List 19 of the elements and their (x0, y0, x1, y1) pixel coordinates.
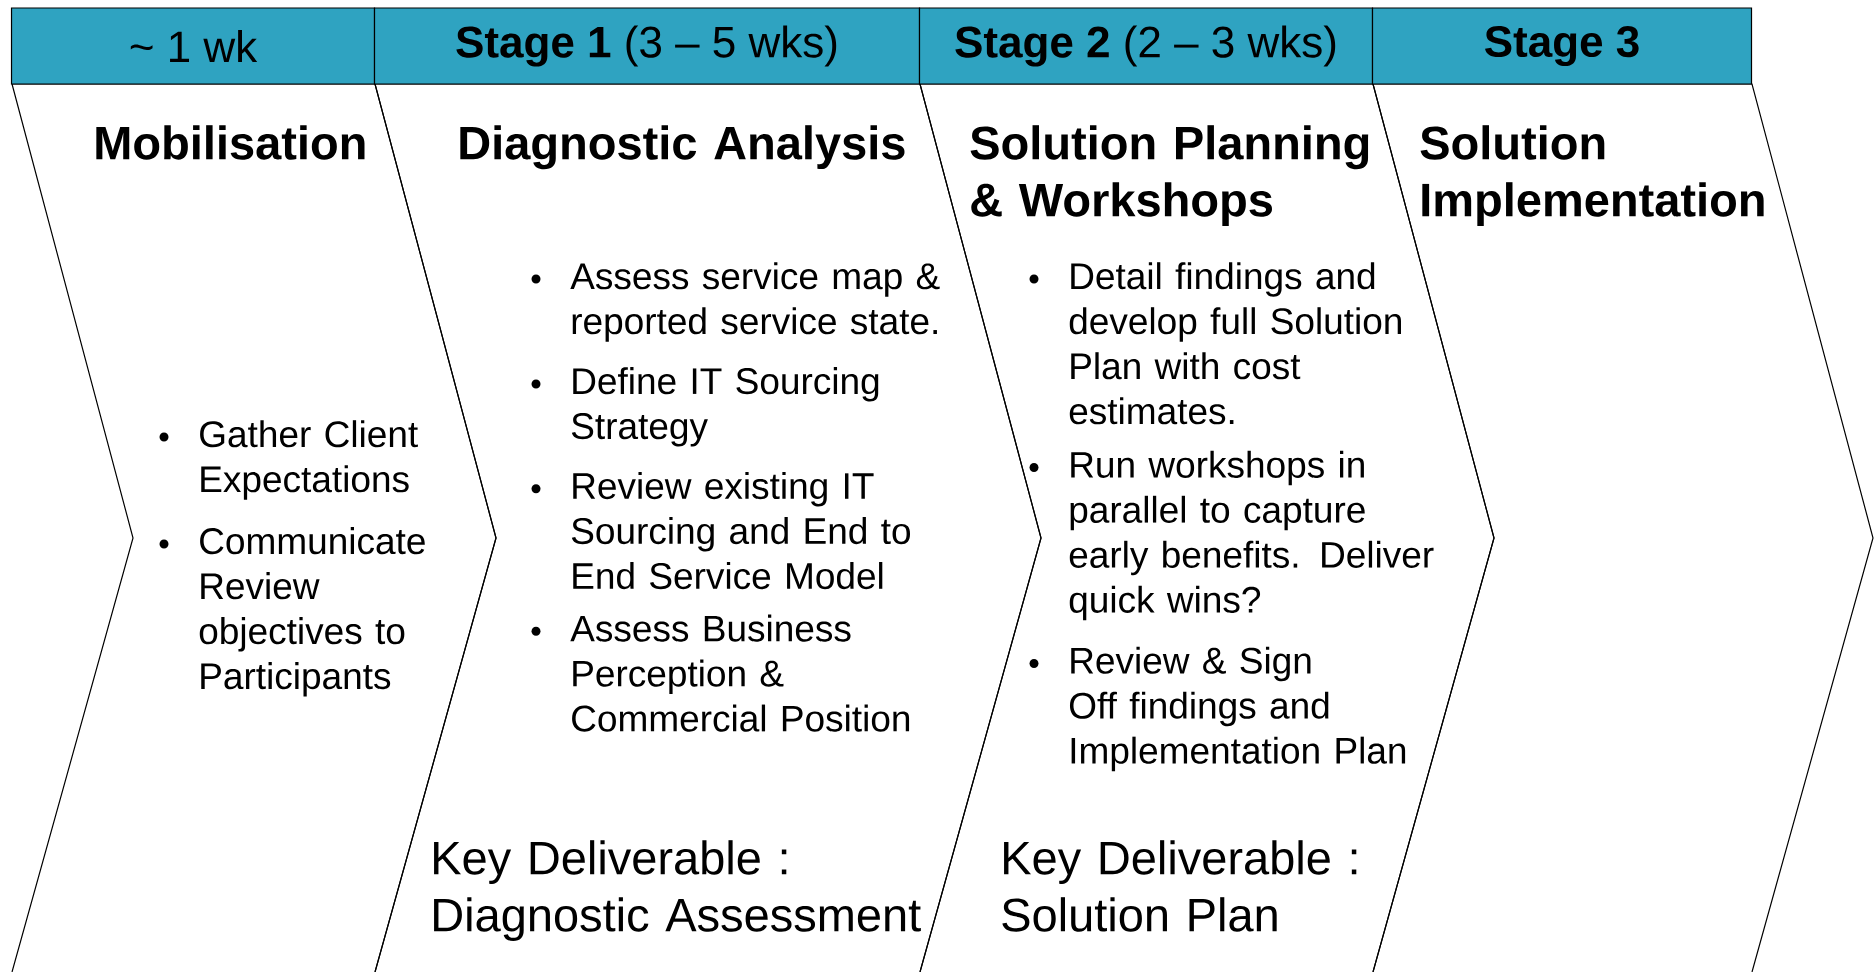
bullet-item: Assess Business Perception & Commercial Position (531, 614, 910, 732)
bullet-item: Assess service map & reported service state. (531, 262, 940, 342)
stage-header: Stage 2 (2 – 3 wks) (918, 7, 1374, 85)
bullet-item: Review existing IT Sourcing and End to End Service Model (531, 472, 910, 590)
bullet-item: Communicate Review objectives to Participants (159, 527, 425, 697)
stage-title: Solution Planning & Workshops (970, 125, 1369, 226)
stage-header: Stage 3 (1371, 7, 1753, 85)
bullet-item: Detail findings and develop full Solution Plan with cost estimates. (1029, 262, 1401, 425)
bullet-item: Define IT Sourcing Strategy (531, 367, 879, 447)
bullet-item: Gather Client Expectations (159, 420, 418, 500)
stage-header: ~ 1 wk (10, 7, 376, 85)
stage-title: Solution Implementation (1420, 125, 1764, 226)
deliverable-text: Key Deliverable : Diagnostic Assessment (434, 840, 921, 941)
deliverable-text: Key Deliverable : Solution Plan (1002, 840, 1357, 932)
bullet-item: Run workshops in parallel to capture early benefits. Deliver quick wins? (1029, 450, 1434, 621)
stage-title: Diagnostic Analysis (460, 125, 905, 170)
stage-header: Stage 1 (3 – 5 wks) (373, 7, 921, 85)
bullet-item: Review & Sign Off findings and Implementation Plan (1029, 646, 1406, 772)
stage-title: Mobilisation (96, 125, 365, 160)
